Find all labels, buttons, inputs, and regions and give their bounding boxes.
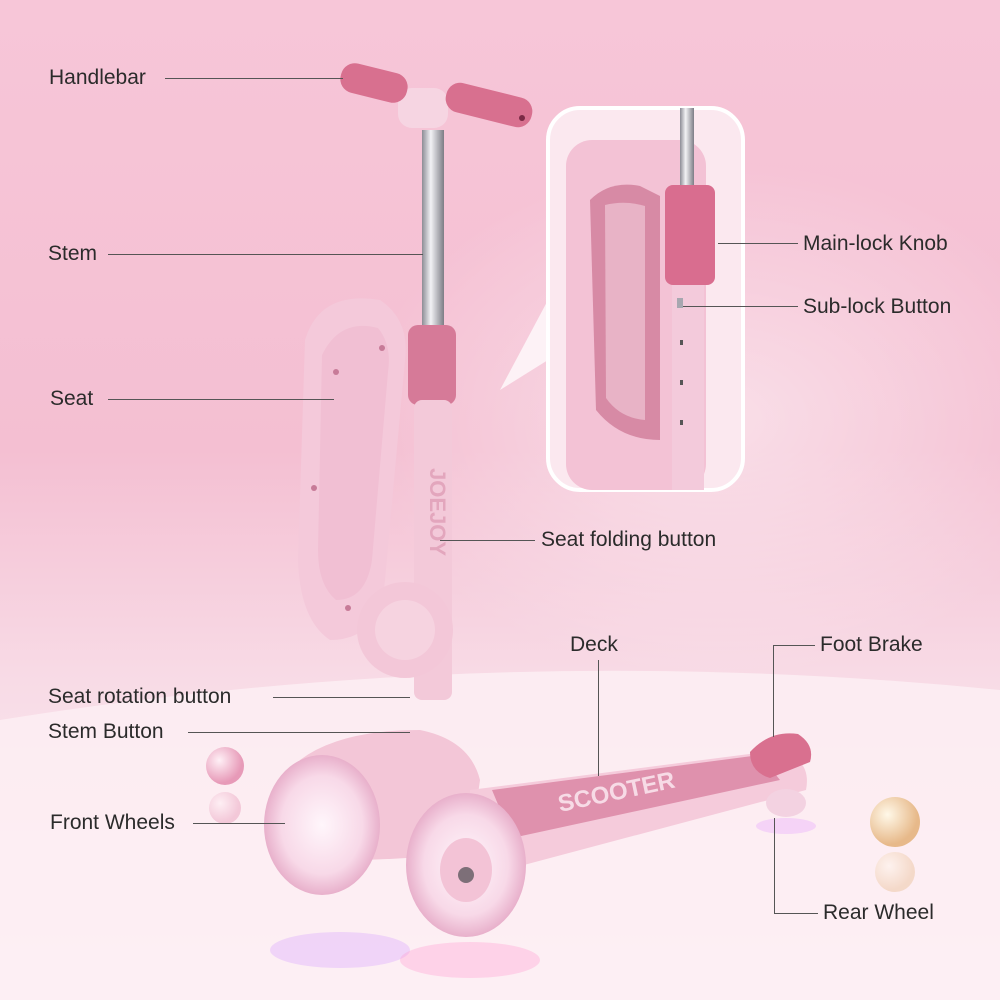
foot-brake-graphic [750,733,812,778]
decorative-ball-pink [206,747,244,785]
rear-wheel-graphic [766,789,806,817]
handlebar-graphic [340,63,533,128]
seat-rotation-button-leader-line [273,697,410,698]
handlebar-leader-line [165,78,343,79]
decorative-ball-gold [870,797,920,847]
deck-leader-line [598,660,599,776]
stem-label: Stem [48,242,98,265]
rear-wheel-leader-line-v [774,818,775,913]
seat-label: Seat [50,387,94,410]
seat-folding-button-label: Seat folding button [541,528,717,551]
front-wheels-label: Front Wheels [50,811,175,834]
sub-lock-button-leader-line [683,306,798,307]
seat-brand-text: JOEJOY [425,468,450,556]
stem-button-leader-line [188,732,410,733]
front-wheels-graphic [264,755,540,978]
main-lock-knob-leader-line [718,243,798,244]
handlebar-label: Handlebar [49,66,146,89]
deck-label: Deck [570,633,618,656]
rear-wheel-label: Rear Wheel [823,901,934,924]
sub-lock-button-label: Sub-lock Button [803,295,952,318]
stem-button-label: Stem Button [48,720,164,743]
stem-tube [422,130,444,350]
seat-folding-button-leader-line [440,540,535,541]
main-lock-knob-label: Main-lock Knob [803,232,948,255]
foot-brake-label: Foot Brake [820,633,923,656]
deck-graphic: SCOOTER [470,750,807,870]
front-wheels-leader-line [193,823,285,824]
seat-leader-line [108,399,334,400]
stem-collar [408,325,456,405]
foot-brake-leader-line-v [773,645,774,737]
detail-inset [500,106,745,492]
seat-graphic: JOEJOY [298,298,453,678]
foot-brake-leader-line-h [773,645,815,646]
seat-rotation-button-label: Seat rotation button [48,685,232,708]
stem-leader-line [108,254,423,255]
rear-wheel-leader-line-h [774,913,818,914]
